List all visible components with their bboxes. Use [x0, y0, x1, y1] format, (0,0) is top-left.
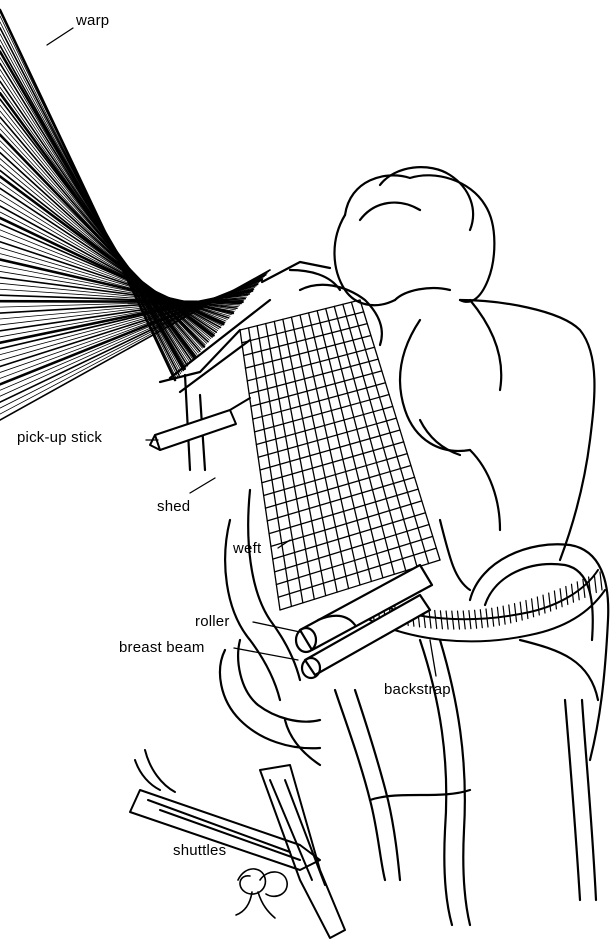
warp-threads: [0, 10, 270, 420]
woven-cloth: [240, 300, 440, 610]
label-pick-up-stick: pick-up stick: [17, 430, 102, 445]
roller-breast-beam: [296, 565, 432, 678]
label-breast-beam: breast beam: [119, 640, 205, 655]
label-roller: roller: [195, 614, 230, 629]
label-backstrap: backstrap: [384, 682, 451, 697]
label-shed: shed: [157, 499, 190, 514]
label-shuttles: shuttles: [173, 843, 226, 858]
label-weft: weft: [233, 541, 261, 556]
yarn-knot: [236, 869, 287, 918]
label-warp: warp: [76, 13, 109, 28]
shuttles-drawing: [130, 750, 345, 938]
